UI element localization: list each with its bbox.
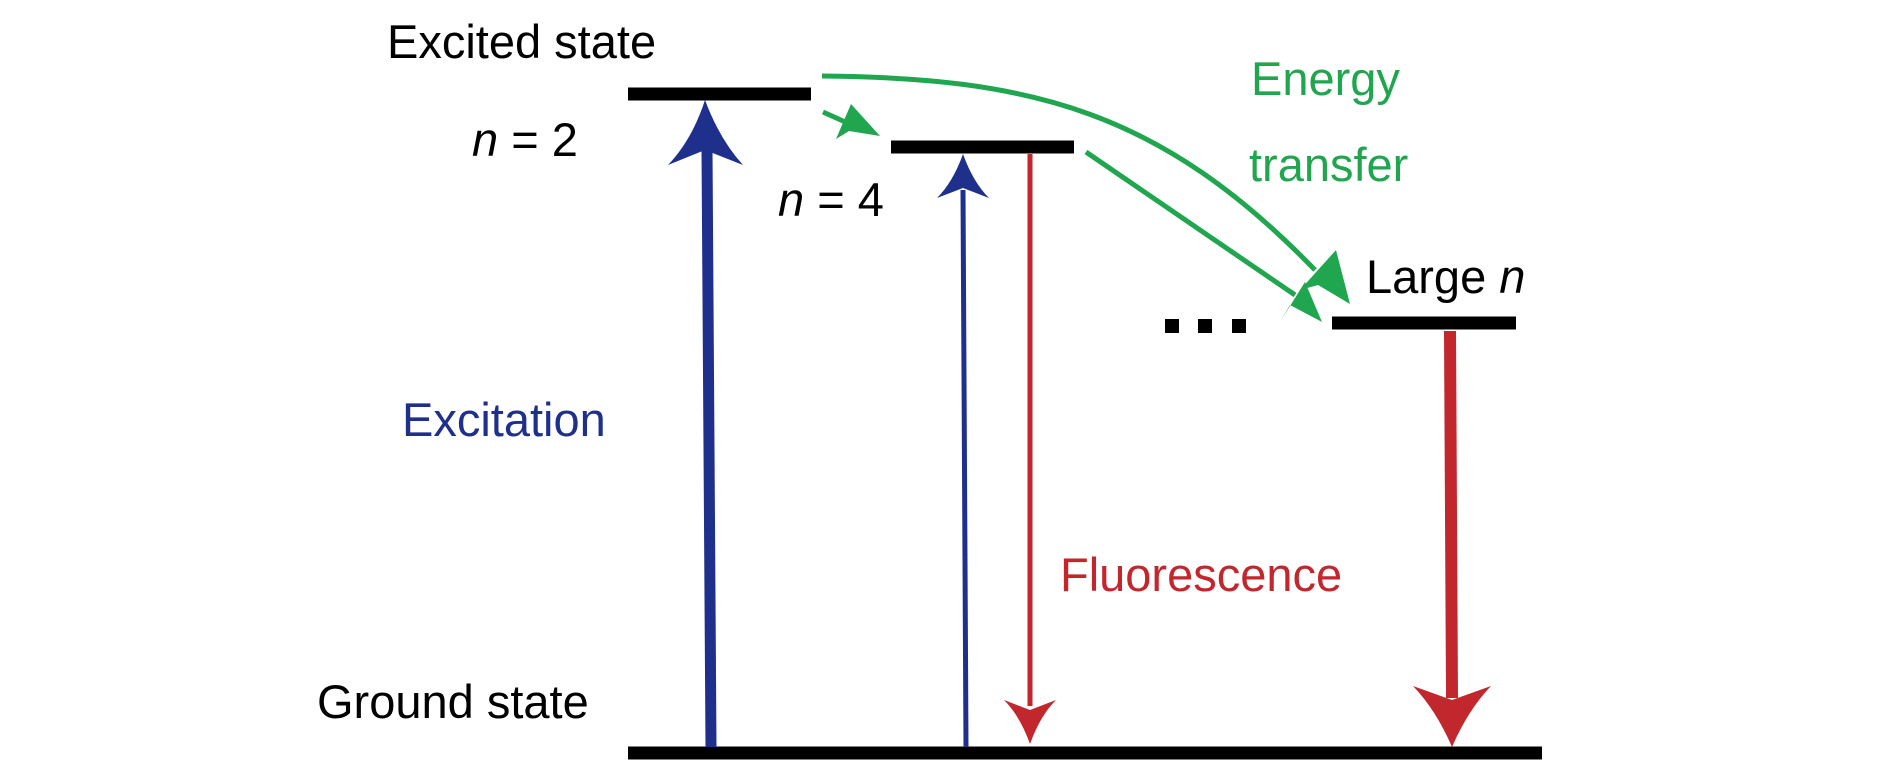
- excited-state-label: Excited state: [387, 15, 656, 68]
- fluorescence-arrow-n4: [1004, 154, 1056, 744]
- energy-transfer-arrow-long: [821, 73, 1350, 304]
- fluorescence-label: Fluorescence: [1060, 548, 1342, 601]
- large-n-label: Large n: [1366, 250, 1525, 303]
- energy-transfer-arrow-short: [821, 104, 880, 139]
- excitation-arrow-n4: [937, 154, 989, 748]
- n2-label: n = 2: [472, 113, 578, 166]
- energy-transfer-arrow-mid: [1084, 149, 1322, 322]
- ground-state-label: Ground state: [317, 675, 589, 728]
- excitation-label: Excitation: [402, 393, 606, 446]
- energy-transfer-label-line2: transfer: [1249, 138, 1408, 191]
- ellipsis-dots: [1165, 319, 1246, 333]
- n4-label: n = 4: [778, 173, 884, 226]
- fluorescence-arrow-large-n: [1413, 330, 1491, 747]
- energy-transfer-label-line1: Energy: [1251, 52, 1400, 105]
- excitation-arrow-n2: [668, 100, 743, 748]
